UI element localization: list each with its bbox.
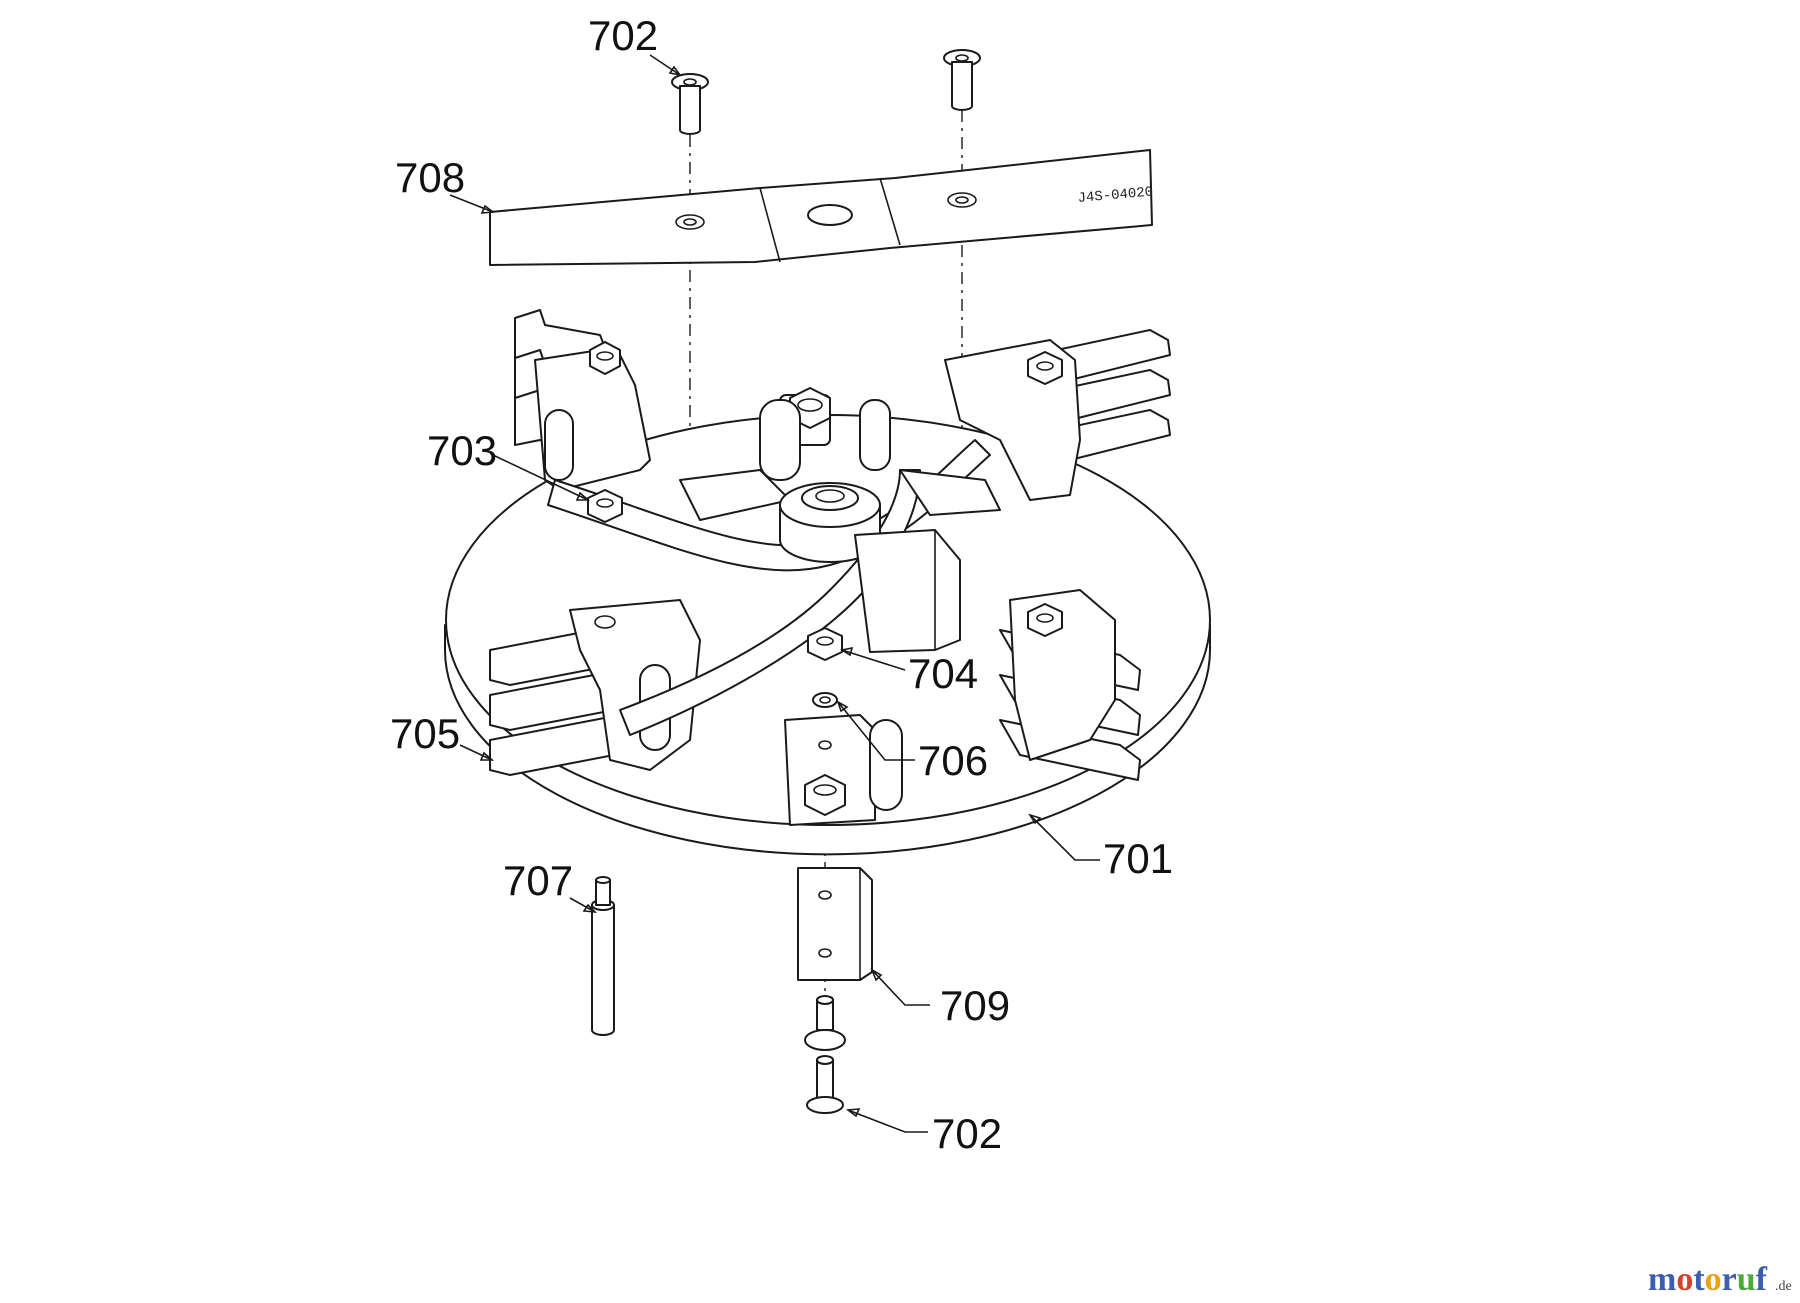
swing-arm-top-right xyxy=(944,329,1171,501)
swing-arm-top-left xyxy=(514,309,651,491)
label-708: 708 xyxy=(395,154,465,201)
label-701: 701 xyxy=(1103,835,1173,882)
rear-slots xyxy=(759,399,891,481)
watermark-suffix: .de xyxy=(1775,1279,1792,1294)
part-labels: 702 708 703 704 705 706 701 707 709 702 xyxy=(390,12,1173,1157)
watermark-word: motoruf xyxy=(1648,1261,1768,1298)
front-bracket xyxy=(784,714,903,826)
watermark-letter: m xyxy=(1648,1261,1676,1298)
nut-703 xyxy=(587,489,623,523)
nut-704 xyxy=(807,627,843,661)
label-702-top: 702 xyxy=(588,12,658,59)
label-704: 704 xyxy=(908,650,978,697)
screw-702-top-left xyxy=(671,73,709,135)
center-bracket xyxy=(854,529,961,653)
washer-706 xyxy=(812,692,838,708)
block-709 xyxy=(797,867,873,981)
watermark-letter: t xyxy=(1693,1261,1705,1298)
label-705: 705 xyxy=(390,710,460,757)
swing-arm-bottom-left xyxy=(489,599,701,776)
watermark-letter: o xyxy=(1676,1261,1693,1298)
label-709: 709 xyxy=(940,982,1010,1029)
watermark-logo: motoruf .de xyxy=(1648,1261,1792,1298)
pin-707 xyxy=(591,876,615,1036)
watermark-letter: r xyxy=(1722,1261,1737,1298)
label-703: 703 xyxy=(427,427,497,474)
screw-702-top-right xyxy=(943,49,981,111)
blade-708: J4S-04020 xyxy=(489,149,1154,266)
watermark-letter: f xyxy=(1756,1261,1768,1298)
watermark-letter: u xyxy=(1737,1261,1756,1298)
label-702-bottom: 702 xyxy=(932,1110,1002,1157)
leader-lines xyxy=(449,54,1100,1133)
watermark-letter: o xyxy=(1705,1261,1722,1298)
center-hub xyxy=(779,482,881,563)
screw-702-bottom xyxy=(804,995,846,1114)
label-707: 707 xyxy=(503,857,573,904)
blade-marking: J4S-04020 xyxy=(1077,184,1154,207)
label-706: 706 xyxy=(918,737,988,784)
swing-arm-bottom-right xyxy=(999,589,1141,781)
